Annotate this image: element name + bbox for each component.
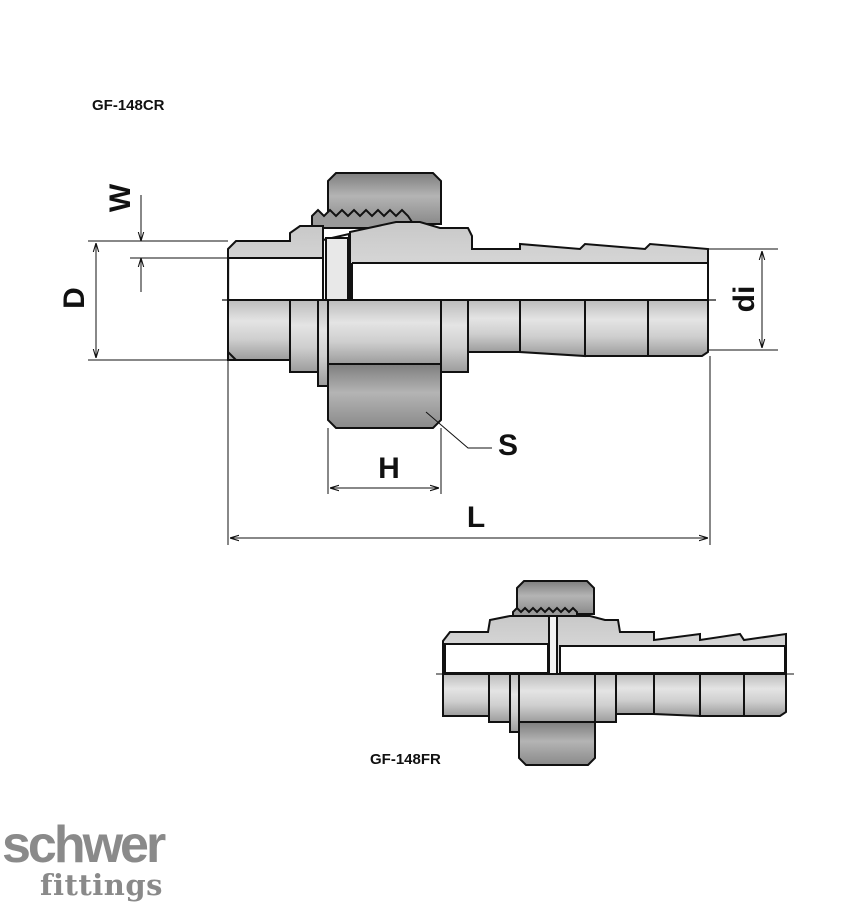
fitting-top-section-half <box>227 172 709 301</box>
dimension-lines <box>88 195 778 545</box>
fitting-bottom <box>436 580 794 766</box>
dimension-label-s: S <box>498 429 518 462</box>
dimension-label-w: W <box>104 183 137 212</box>
logo-text-fittings: fittings <box>40 868 163 902</box>
logo-text-schwer: schwer <box>2 816 166 874</box>
dimension-label-h: H <box>378 452 400 485</box>
dimension-label-d: D <box>58 287 91 309</box>
schwer-fittings-logo: schwer fittings <box>2 816 169 902</box>
dimension-label-di: di <box>728 286 761 313</box>
fitting-top-exterior-half <box>227 299 709 429</box>
model-label-top: GF-148CR <box>92 97 165 114</box>
model-label-bottom: GF-148FR <box>370 751 441 768</box>
fitting-top <box>222 172 716 429</box>
dimension-label-l: L <box>467 501 485 534</box>
